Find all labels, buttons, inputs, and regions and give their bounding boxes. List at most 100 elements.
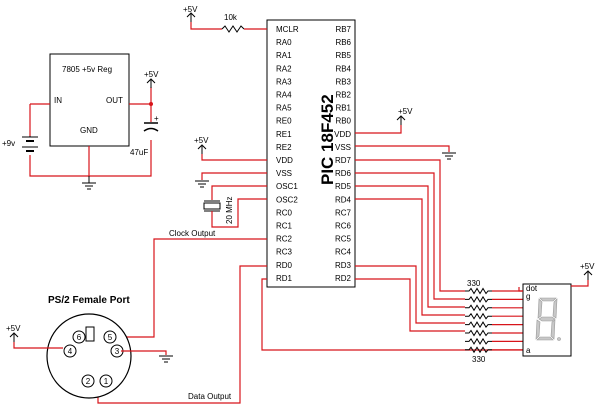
ground-icon [442, 152, 456, 160]
rd6-wire [355, 172, 465, 300]
mclr-wire-left [190, 22, 222, 30]
clock-output-label: Clock Output [169, 229, 216, 238]
chip-pin-label-right: RD7 [335, 156, 352, 165]
seg-dot-label: dot [526, 284, 538, 293]
resistor-icon [465, 346, 492, 354]
vss-left-wire [201, 172, 267, 180]
capacitor-icon: + [143, 114, 159, 132]
seg-a-label: a [526, 346, 531, 355]
osc1-wire [211, 185, 267, 200]
seg-g-label: g [526, 292, 530, 301]
seg-common-wire [571, 280, 589, 287]
regulator-gnd-label: GND [80, 126, 98, 135]
chip-pin-label-right: RD4 [335, 195, 352, 204]
ps2-pin [81, 374, 95, 388]
right-pin-list: RB7RB6RB5RB4RB3RB2RB1RB0VDDVSSRD7RD6RD5R… [334, 25, 351, 283]
chip-pin-label-right: RB6 [335, 38, 351, 47]
ps2-gnd-wire [121, 350, 167, 355]
ps2-pin-number: 2 [86, 377, 91, 386]
resistor-icon [465, 321, 492, 329]
pic-chip-body [266, 19, 356, 288]
chip-pin-label-right: RB7 [335, 25, 351, 34]
left-pin-list: MCLRRA0RA1RA2RA3RA4RA5RE0RE1RE2VDDVSSOSC… [276, 25, 299, 283]
chip-name: PIC 18F452 [318, 94, 337, 185]
resistor-icon [465, 287, 492, 295]
ground-icon [82, 176, 96, 190]
rd5-wire [355, 185, 465, 308]
seg-dot-wire [518, 287, 523, 292]
mclr-5v-label: +5V [183, 5, 198, 14]
chip-pin-label-right: VSS [335, 143, 351, 152]
ps2-title: PS/2 Female Port [48, 295, 130, 306]
chip-pin-label-right: RC6 [335, 222, 352, 231]
chip-pin-label-left: RC3 [276, 248, 293, 257]
battery-icon [22, 136, 38, 152]
vcc-arrow-icon [197, 144, 207, 154]
osc2-wire [211, 198, 267, 228]
chip-pin-label-right: RB1 [335, 104, 351, 113]
chip-pin-label-left: RD1 [276, 274, 293, 283]
chip-pin-label-left: RA2 [276, 64, 292, 73]
vcc-arrow-icon [146, 78, 156, 88]
ps2-key-notch [85, 326, 95, 342]
resistor-icon [465, 295, 492, 303]
resistor-icon [465, 304, 492, 312]
chip-pin-label-left: RA4 [276, 91, 292, 100]
chip-pin-label-left: RE2 [276, 143, 292, 152]
mclr-resistor-label: 10k [224, 13, 238, 22]
chip-pin-label-left: VSS [276, 169, 292, 178]
regulator-title: 7805 +5v Reg [62, 65, 112, 74]
chip-pin-label-right: RD5 [335, 182, 352, 191]
resistor-label-bottom: 330 [472, 355, 486, 364]
chip-pin-label-left: OSC1 [276, 182, 298, 191]
vdd-left-5v-label: +5V [194, 136, 209, 145]
chip-pin-label-right: RD2 [335, 274, 352, 283]
chip-pin-label-left: RD0 [276, 261, 293, 270]
chip-pin-label-left: RA0 [276, 38, 292, 47]
regulator-in-label: IN [54, 96, 62, 105]
chip-pin-label-left: RE1 [276, 130, 292, 139]
resistor-icon [465, 337, 492, 345]
ps2-pin [103, 330, 117, 344]
regulator-out-label: OUT [106, 96, 123, 105]
rd3-wire [355, 265, 465, 324]
ground-icon [159, 355, 173, 363]
chip-pin-label-right: VDD [334, 130, 351, 139]
svg-text:+: + [154, 114, 159, 123]
ps2-pin-number: 6 [77, 333, 82, 342]
vss-right-wire [355, 145, 450, 152]
vdd-right-wire [355, 125, 402, 134]
ps2-pin [99, 374, 113, 388]
chip-pin-label-left: RC2 [276, 235, 293, 244]
chip-pin-label-right: RB4 [335, 64, 351, 73]
chip-pin-label-right: RB5 [335, 51, 351, 60]
supply-9v-label: +9v [2, 139, 15, 148]
seven-segment-digit-icon [535, 297, 561, 341]
clock-output-wire [122, 238, 267, 338]
resistor-icon [465, 312, 492, 320]
chip-pin-label-left: RA1 [276, 51, 292, 60]
chip-pin-label-right: RB0 [335, 117, 351, 126]
crystal-label: 20 MHz [225, 196, 234, 224]
chip-pin-label-right: RD3 [335, 261, 352, 270]
chip-pin-label-left: VDD [276, 156, 293, 165]
chip-pin-label-left: RA3 [276, 77, 292, 86]
chip-pin-label-left: MCLR [276, 25, 299, 34]
crystal-icon [203, 200, 221, 212]
vcc-arrow-icon [186, 12, 196, 22]
resistor-label-top: 330 [467, 279, 481, 288]
chip-pin-label-left: RE0 [276, 117, 292, 126]
vcc-arrow-icon [9, 332, 19, 342]
vdd-left-wire [201, 154, 267, 161]
ps2-pin-number: 4 [68, 347, 73, 356]
ps2-pin-number: 3 [115, 347, 120, 356]
mclr-resistor-icon [221, 25, 245, 33]
reg-out-junction [149, 102, 153, 106]
rd2-wire [355, 278, 465, 332]
resistor-bank [465, 287, 523, 354]
ground-icon [195, 180, 209, 188]
capacitor-label: 47uF [130, 148, 148, 157]
chip-pin-label-right: RB2 [335, 91, 351, 100]
